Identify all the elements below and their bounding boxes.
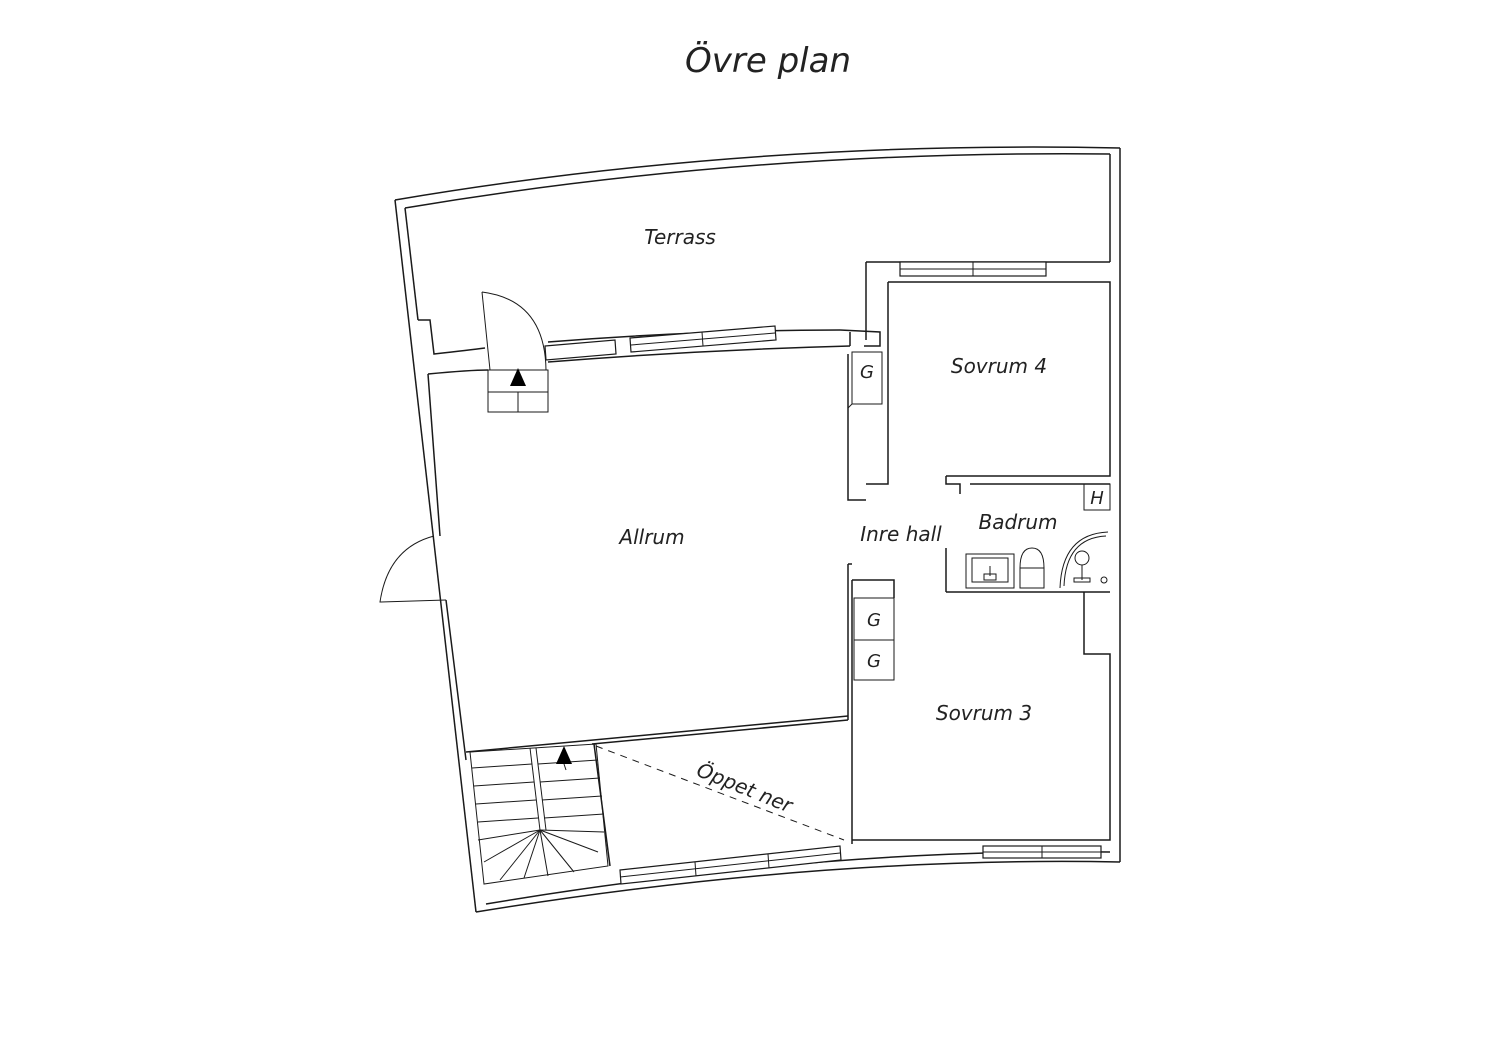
outer-walls — [394, 146, 1121, 913]
room-label-badrum: Badrum — [978, 510, 1057, 534]
arrow-up-icon — [556, 746, 572, 764]
room-label-sovrum3: Sovrum 3 — [936, 701, 1032, 725]
room-label-inre-hall: Inre hall — [860, 522, 942, 546]
garderob-middle-label: G — [867, 610, 881, 631]
windows — [544, 261, 1102, 885]
hall-walls — [847, 351, 895, 844]
garderob-upper — [851, 351, 883, 405]
entrance-door — [379, 535, 447, 603]
shower-icon — [1059, 531, 1109, 589]
room-label-oppet-ner: Öppet ner — [693, 757, 797, 818]
staircase — [469, 743, 609, 885]
window-terrass-1 — [544, 339, 617, 361]
room-label-sovrum4: Sovrum 4 — [951, 354, 1047, 378]
garderob-lower-label: G — [867, 651, 881, 672]
garderob-upper-label: G — [860, 362, 874, 383]
sovrum4-walls — [887, 281, 1111, 494]
plan-title: Övre plan — [685, 40, 851, 81]
room-label-allrum: Allrum — [617, 525, 684, 549]
sink-icon — [965, 553, 1015, 589]
badrum-walls — [945, 483, 1111, 600]
hall-closet — [1083, 483, 1111, 511]
terrace-door — [481, 291, 549, 413]
toilet-icon — [1019, 547, 1045, 589]
hall-closet-label: H — [1090, 488, 1104, 509]
room-label-terrass: Terrass — [644, 225, 716, 249]
open-below-area — [465, 715, 849, 867]
left-wall — [379, 373, 467, 761]
arrow-up-icon — [510, 368, 526, 386]
sovrum3-walls — [852, 597, 1111, 841]
garderob-lower — [853, 639, 895, 681]
